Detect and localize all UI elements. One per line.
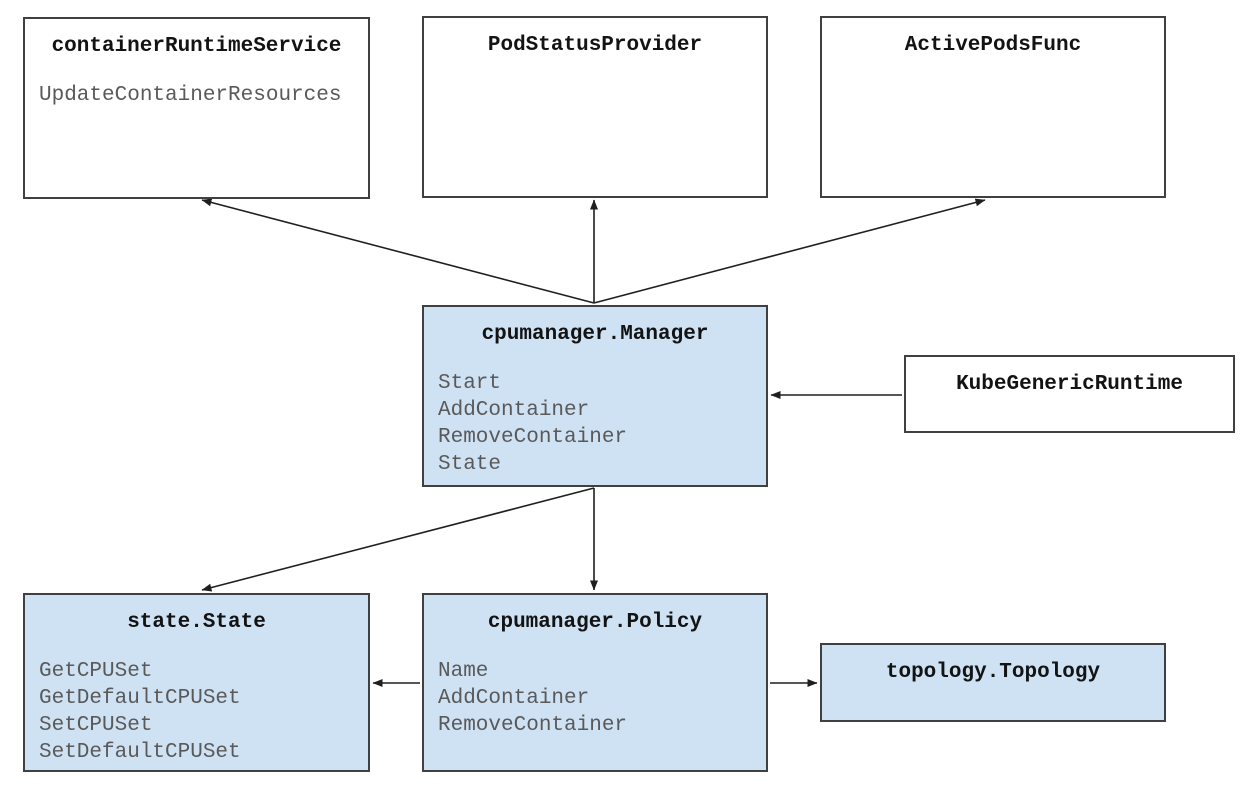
node-title: cpumanager.Policy — [487, 611, 703, 634]
node-container-runtime-service: containerRuntimeService UpdateContainerR… — [23, 17, 370, 199]
method-item: AddContainer — [438, 399, 590, 422]
method-item: GetDefaultCPUSet — [39, 687, 241, 710]
method-item: SetCPUSet — [39, 714, 153, 737]
method-item: SetDefaultCPUSet — [39, 741, 241, 764]
edge-manager-to-active-pods-func — [593, 198, 986, 304]
method-item: State — [438, 453, 502, 476]
method-item: RemoveContainer — [438, 426, 628, 449]
method-item: RemoveContainer — [438, 714, 628, 737]
node-pod-status-provider: PodStatusProvider — [422, 16, 768, 198]
node-title: containerRuntimeService — [51, 35, 342, 58]
node-title: state.State — [127, 611, 266, 634]
method-item: Name — [438, 660, 489, 683]
node-methods: UpdateContainerResources — [25, 82, 368, 109]
node-title: topology.Topology — [885, 661, 1101, 684]
node-title: ActivePodsFunc — [904, 34, 1082, 57]
method-item: GetCPUSet — [39, 660, 153, 683]
edge-manager-to-state — [201, 487, 595, 592]
node-kube-generic-runtime: KubeGenericRuntime — [904, 355, 1235, 433]
method-item: UpdateContainerResources — [39, 84, 342, 107]
node-title: KubeGenericRuntime — [956, 373, 1183, 396]
node-topology-topology: topology.Topology — [820, 643, 1166, 722]
method-item: AddContainer — [438, 687, 590, 710]
method-item: Start — [438, 372, 502, 395]
node-active-pods-func: ActivePodsFunc — [820, 16, 1166, 198]
node-title: cpumanager.Manager — [481, 323, 709, 346]
edge-manager-to-container-runtime-service — [201, 198, 595, 304]
node-title: PodStatusProvider — [487, 34, 703, 57]
